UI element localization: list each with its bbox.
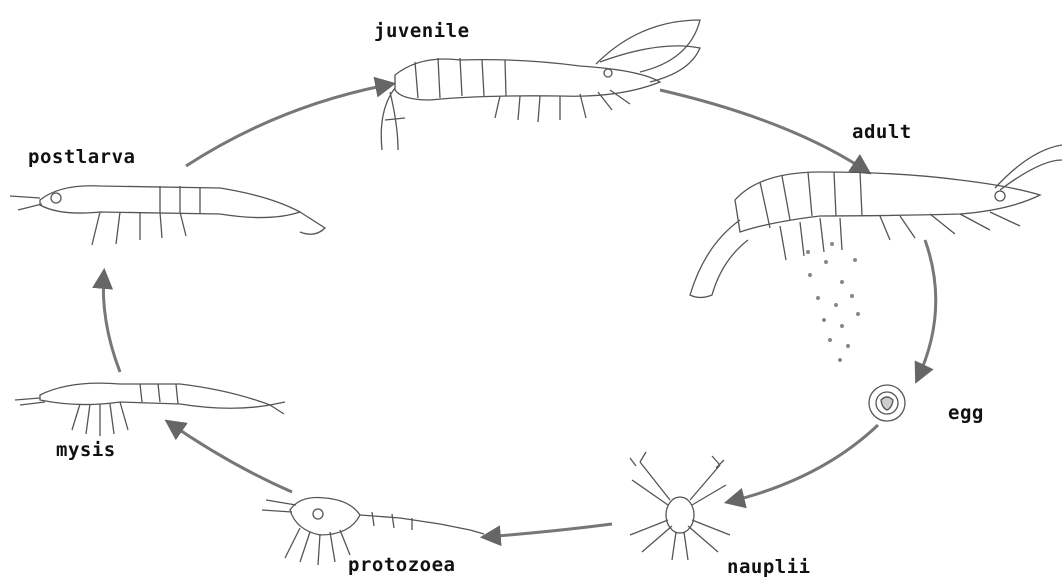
arrow-postlarva-to-juvenile <box>186 84 392 166</box>
arrow-adult-to-egg <box>917 240 936 380</box>
arrow-nauplii-to-protozoea <box>484 524 612 537</box>
label-postlarva: postlarva <box>28 146 135 168</box>
label-adult: adult <box>852 121 912 143</box>
label-nauplii: nauplii <box>727 556 811 578</box>
arrow-juvenile-to-adult <box>660 90 868 172</box>
arrow-egg-to-nauplii <box>728 425 878 502</box>
mysis-illustration <box>15 383 285 436</box>
nauplii-illustration <box>630 452 730 560</box>
cycle-arrows <box>103 84 935 537</box>
postlarva-illustration <box>10 186 325 245</box>
label-juvenile: juvenile <box>374 20 470 42</box>
label-egg: egg <box>948 402 984 424</box>
label-protozoea: protozoea <box>348 554 455 576</box>
egg-illustration <box>869 385 905 421</box>
arrow-protozoea-to-mysis <box>168 422 292 492</box>
adult-shrimp-illustration <box>690 145 1062 362</box>
label-mysis: mysis <box>56 439 116 461</box>
egg-dots <box>806 242 860 362</box>
arrow-mysis-to-postlarva <box>103 272 120 372</box>
